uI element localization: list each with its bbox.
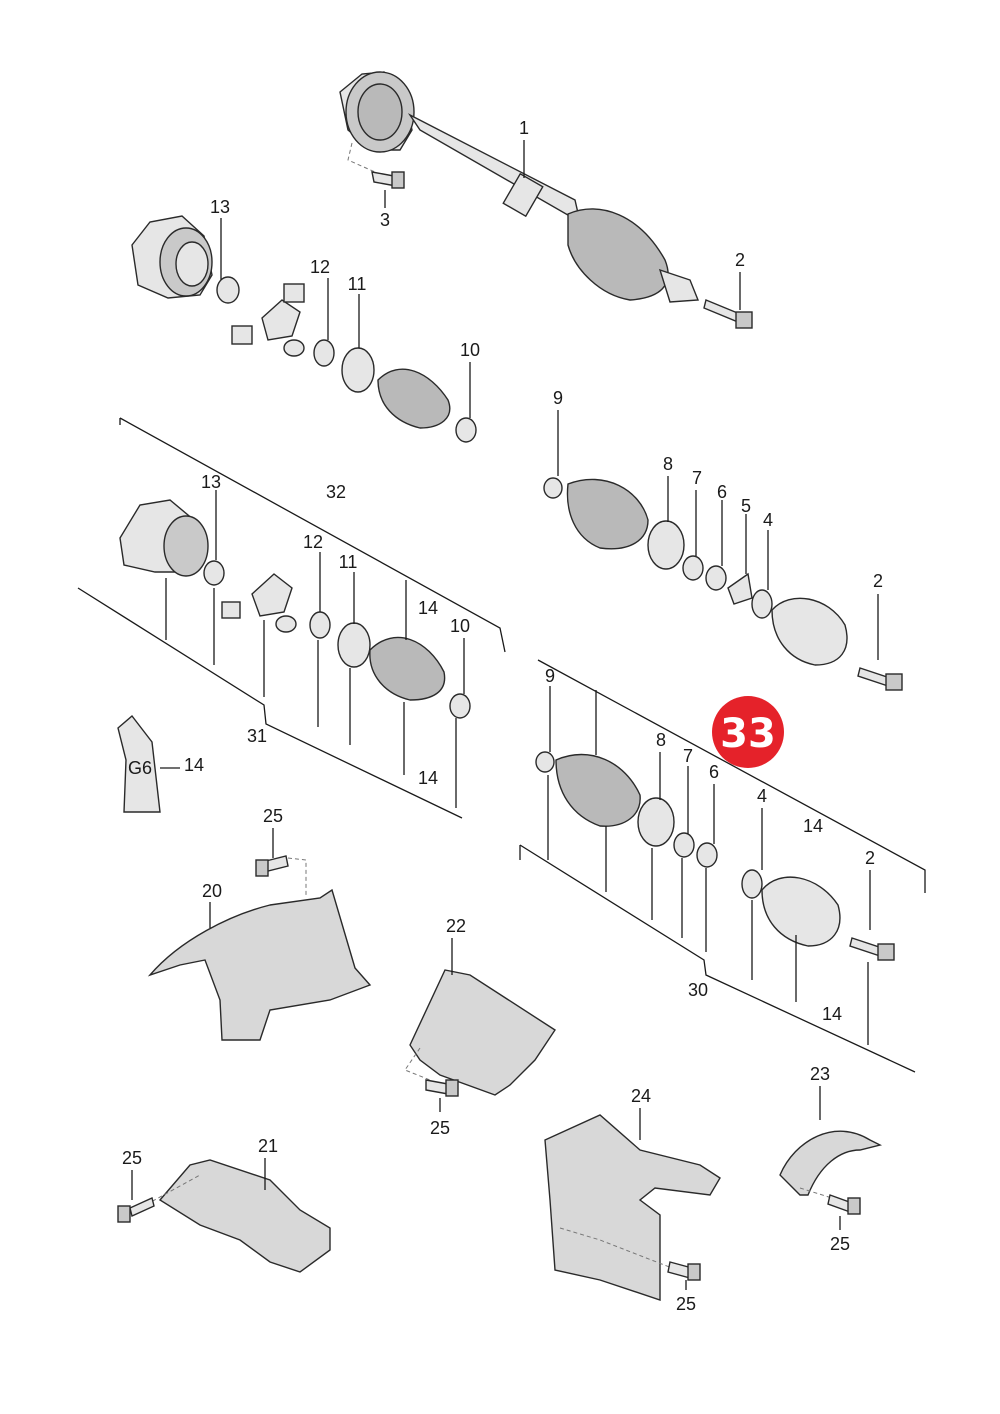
joint-outer-top bbox=[771, 597, 848, 666]
leaders-assembly-32 bbox=[165, 578, 457, 808]
callout-12: 12 bbox=[310, 257, 330, 277]
joint-outer-bottom bbox=[761, 876, 841, 947]
boot-right-top bbox=[566, 478, 649, 550]
tripod-joint-top bbox=[231, 283, 305, 357]
boot-top bbox=[377, 368, 451, 429]
frame-assembly-32 bbox=[77, 417, 506, 819]
callout-14: 14 bbox=[822, 1004, 842, 1024]
callout-25: 25 bbox=[122, 1148, 142, 1168]
callout-2: 2 bbox=[735, 250, 745, 270]
badge-text: 33 bbox=[720, 711, 776, 757]
callout-9: 9 bbox=[553, 388, 563, 408]
callout-14: 14 bbox=[418, 598, 438, 618]
bolt-2-right bbox=[857, 667, 903, 691]
bolt-25-d bbox=[667, 1261, 701, 1281]
callout-8: 8 bbox=[663, 454, 673, 474]
leaders-top bbox=[131, 140, 879, 1290]
callout-14: 14 bbox=[803, 816, 823, 836]
callout-labels: 1 2 3 13 12 11 10 9 8 7 6 5 4 2 13 32 12… bbox=[122, 118, 883, 1314]
callout-badge-33: 33 bbox=[712, 696, 784, 768]
frame-assembly-30 bbox=[519, 659, 926, 1073]
callout-25: 25 bbox=[263, 806, 283, 826]
clamp-9-bottom bbox=[535, 751, 555, 773]
clamp-8-top bbox=[647, 520, 685, 570]
circlip-13-left bbox=[203, 560, 225, 586]
boot-left bbox=[369, 636, 446, 701]
boot-right-bottom bbox=[555, 753, 641, 827]
clamp-9-top bbox=[543, 477, 563, 499]
heat-shield-21 bbox=[139, 1159, 331, 1273]
callout-2: 2 bbox=[873, 571, 883, 591]
callout-20: 20 bbox=[202, 881, 222, 901]
callout-5: 5 bbox=[741, 496, 751, 516]
callout-4: 4 bbox=[757, 786, 767, 806]
ring-7-bottom bbox=[673, 832, 695, 858]
callout-22: 22 bbox=[446, 916, 466, 936]
heat-shield-22 bbox=[404, 969, 556, 1096]
callout-24: 24 bbox=[631, 1086, 651, 1106]
callout-7: 7 bbox=[692, 468, 702, 488]
bolt-25-a bbox=[255, 855, 289, 877]
callout-3: 3 bbox=[380, 210, 390, 230]
callout-4: 4 bbox=[763, 510, 773, 530]
clamp-11-left bbox=[337, 622, 371, 668]
callout-8: 8 bbox=[656, 730, 666, 750]
ring-6-top bbox=[705, 565, 727, 591]
circlip-4-top bbox=[751, 589, 773, 619]
bolt-2-top bbox=[703, 299, 753, 329]
heat-shield-20 bbox=[147, 857, 372, 1041]
circlip-12-left bbox=[309, 611, 331, 639]
callout-6: 6 bbox=[717, 482, 727, 502]
drive-shaft-complete bbox=[339, 71, 700, 303]
callout-2: 2 bbox=[865, 848, 875, 868]
callout-7: 7 bbox=[683, 746, 693, 766]
callout-9: 9 bbox=[545, 666, 555, 686]
badge-circle bbox=[712, 696, 784, 768]
housing-13-top bbox=[131, 215, 213, 299]
callout-12: 12 bbox=[303, 532, 323, 552]
ring-6-bottom bbox=[696, 842, 718, 868]
callout-6: 6 bbox=[709, 762, 719, 782]
clamp-10-left bbox=[449, 693, 471, 719]
callout-30: 30 bbox=[688, 980, 708, 1000]
callout-10: 10 bbox=[450, 616, 470, 636]
grease-tube-14: G6 bbox=[117, 714, 180, 813]
callout-13: 13 bbox=[201, 472, 221, 492]
callout-11: 11 bbox=[348, 274, 367, 294]
heat-shield-24 bbox=[544, 1114, 721, 1301]
bolt-25-c bbox=[827, 1194, 861, 1215]
callout-13: 13 bbox=[210, 197, 230, 217]
callout-25: 25 bbox=[830, 1234, 850, 1254]
heat-shield-23 bbox=[779, 1130, 883, 1199]
clamp-10-top bbox=[455, 417, 477, 443]
circlip-12-top bbox=[313, 339, 335, 367]
callout-10: 10 bbox=[460, 340, 480, 360]
callout-25: 25 bbox=[676, 1294, 696, 1314]
circlip-13-top bbox=[216, 276, 240, 304]
bolt-25-b bbox=[425, 1079, 459, 1097]
callout-14: 14 bbox=[184, 755, 204, 775]
grease-tube-text: G6 bbox=[128, 758, 152, 778]
callout-32: 32 bbox=[326, 482, 346, 502]
callout-25: 25 bbox=[430, 1118, 450, 1138]
bolt-2-bottom bbox=[849, 937, 895, 961]
clamp-11-top bbox=[341, 347, 375, 393]
tripod-joint-left bbox=[221, 573, 297, 633]
ring-7-top bbox=[682, 555, 704, 581]
callout-21: 21 bbox=[258, 1136, 278, 1156]
bolt-3 bbox=[371, 171, 405, 189]
callout-14: 14 bbox=[418, 768, 438, 788]
callout-31: 31 bbox=[247, 726, 267, 746]
leaders-assembly-30 bbox=[547, 690, 869, 1045]
bolt-25-e bbox=[117, 1197, 155, 1223]
housing-13-left bbox=[119, 499, 209, 577]
callout-1: 1 bbox=[519, 118, 529, 138]
callout-11: 11 bbox=[339, 552, 358, 572]
circlip-4-bottom bbox=[741, 869, 763, 899]
callout-23: 23 bbox=[810, 1064, 830, 1084]
clamp-8-bottom bbox=[637, 797, 675, 847]
spring-5-top bbox=[727, 572, 753, 605]
